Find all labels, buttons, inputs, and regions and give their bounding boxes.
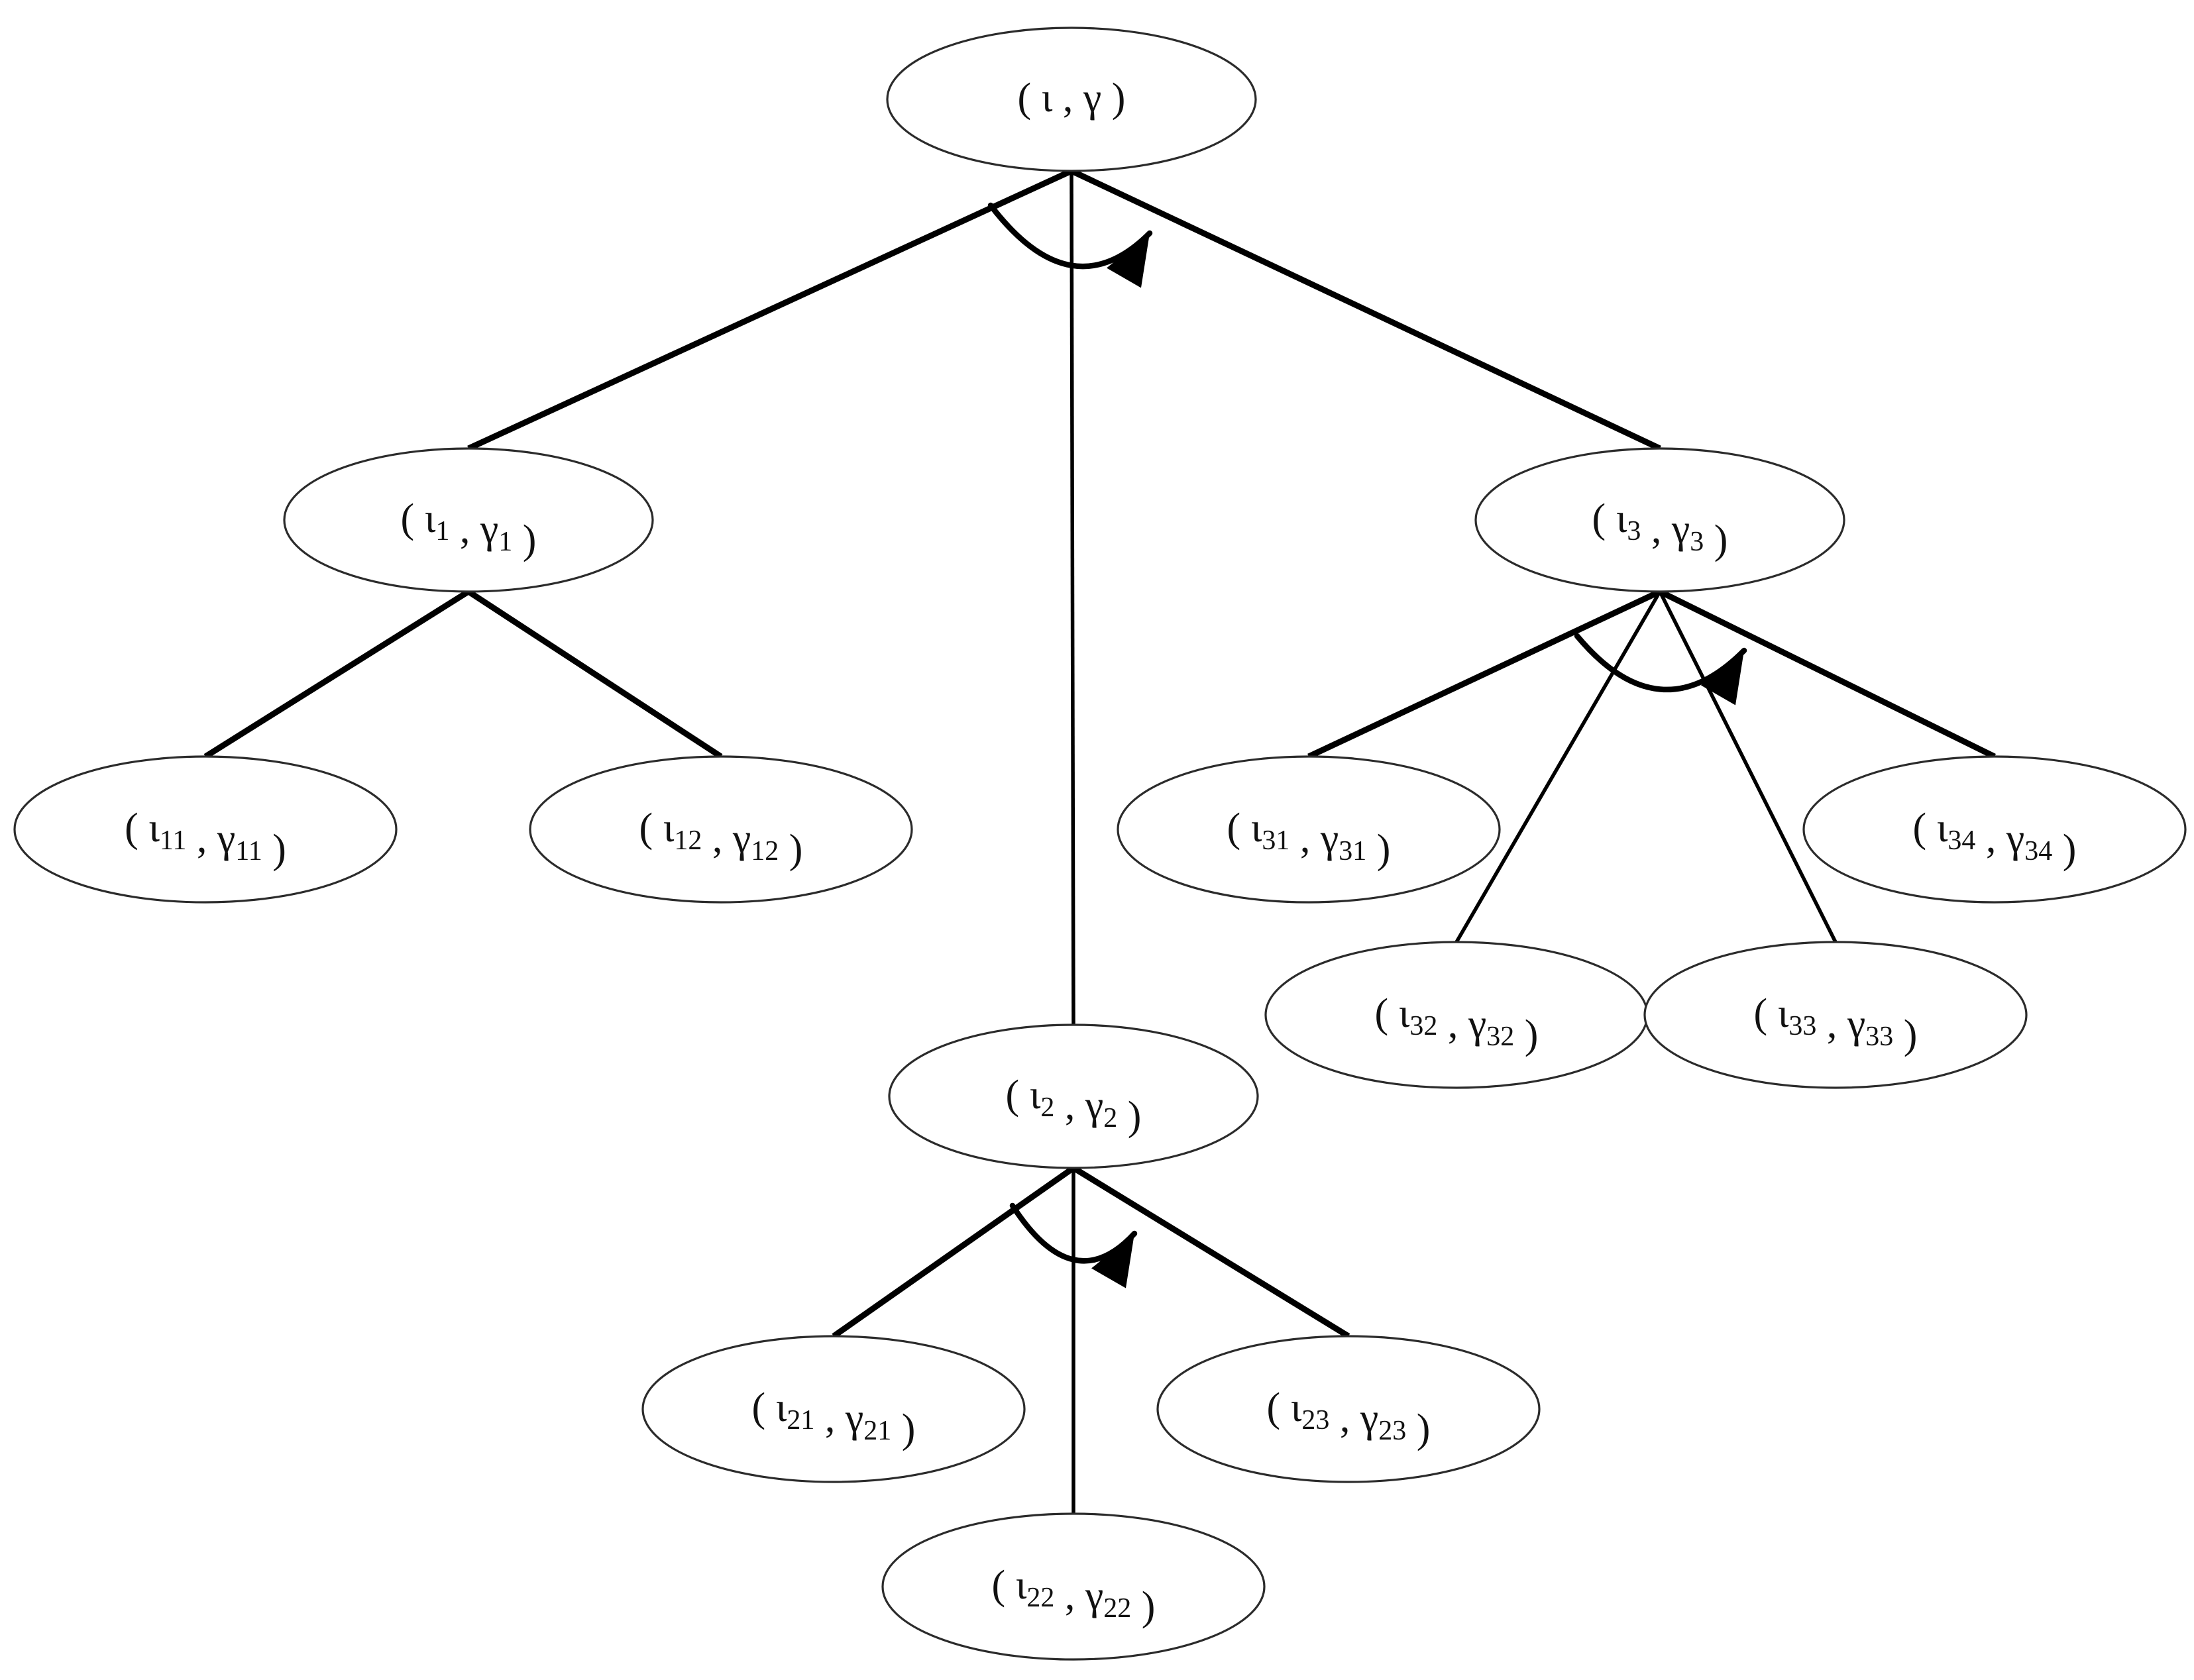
tree-edge	[1070, 168, 1661, 452]
order-arc-arrowhead-icon	[1701, 651, 1744, 706]
node-ellipse[interactable]	[13, 755, 398, 904]
node-label: ( ι , γ )	[1018, 76, 1126, 121]
node-ellipse[interactable]	[1156, 1335, 1541, 1483]
node-ellipse[interactable]	[529, 755, 913, 904]
tree-edge	[1454, 590, 1662, 943]
node-ellipse[interactable]	[886, 26, 1257, 172]
tree-node[interactable]: ( ι34 , γ34 )	[1802, 755, 2187, 904]
node-label: ( ι11 , γ11 )	[125, 806, 286, 872]
tree-edge	[1071, 1165, 1350, 1339]
node-ellipse[interactable]	[283, 447, 654, 593]
node-ellipse[interactable]	[1802, 755, 2187, 904]
node-label: ( ι32 , γ32 )	[1375, 991, 1539, 1057]
tree-edge	[1658, 590, 1837, 943]
order-arcs-layer	[987, 202, 1747, 1288]
tree-node[interactable]: ( ι23 , γ23 )	[1156, 1335, 1541, 1483]
order-arc-arrowhead-icon	[1091, 1234, 1134, 1288]
nodes-layer: ( ι , γ ) ( ι1 , γ1 ) ( ι2 , γ2 ) ( ι3 , γ3…	[13, 26, 2187, 1661]
node-label: ( ι2 , γ2 )	[1006, 1073, 1142, 1139]
tree-edge	[467, 168, 1073, 452]
node-label: ( ι34 , γ34 )	[1913, 806, 2077, 872]
node-label: ( ι33 , γ33 )	[1754, 991, 1918, 1057]
tree-edge	[1307, 588, 1661, 760]
tree-edge	[832, 1165, 1075, 1339]
tree-edge	[1659, 588, 1996, 760]
tree-node[interactable]: ( ι33 , γ33 )	[1643, 941, 2028, 1089]
tree-node[interactable]: ( ι21 , γ21 )	[641, 1335, 1026, 1483]
tree-node[interactable]: ( ι3 , γ3 )	[1474, 447, 1845, 593]
tree-node[interactable]: ( ι11 , γ11 )	[13, 755, 398, 904]
node-label: ( ι1 , γ1 )	[401, 496, 537, 562]
tree-node[interactable]: ( ι2 , γ2 )	[888, 1024, 1259, 1169]
tree-node[interactable]: ( ι , γ )	[886, 26, 1257, 172]
node-ellipse[interactable]	[881, 1512, 1266, 1661]
node-label: ( ι21 , γ21 )	[752, 1385, 916, 1451]
node-ellipse[interactable]	[641, 1335, 1026, 1483]
tree-edge	[466, 589, 723, 759]
tree-edge	[1070, 170, 1075, 1025]
tree-node[interactable]: ( ι22 , γ22 )	[881, 1512, 1266, 1661]
node-label: ( ι12 , γ12 )	[639, 806, 803, 872]
tree-node[interactable]: ( ι32 , γ32 )	[1264, 941, 1649, 1089]
node-label: ( ι22 , γ22 )	[992, 1563, 1156, 1629]
node-ellipse[interactable]	[1474, 447, 1845, 593]
tree-node[interactable]: ( ι12 , γ12 )	[529, 755, 913, 904]
node-label: ( ι3 , γ3 )	[1592, 496, 1728, 562]
tree-edge	[203, 589, 470, 759]
node-ellipse[interactable]	[1117, 755, 1501, 904]
node-label: ( ι31 , γ31 )	[1227, 806, 1391, 872]
order-arc-arrowhead-icon	[1107, 233, 1150, 288]
edges-layer	[203, 168, 1996, 1514]
node-ellipse[interactable]	[1643, 941, 2028, 1089]
node-label: ( ι23 , γ23 )	[1267, 1385, 1431, 1451]
tree-node[interactable]: ( ι1 , γ1 )	[283, 447, 654, 593]
tree-node[interactable]: ( ι31 , γ31 )	[1117, 755, 1501, 904]
node-ellipse[interactable]	[888, 1024, 1259, 1169]
